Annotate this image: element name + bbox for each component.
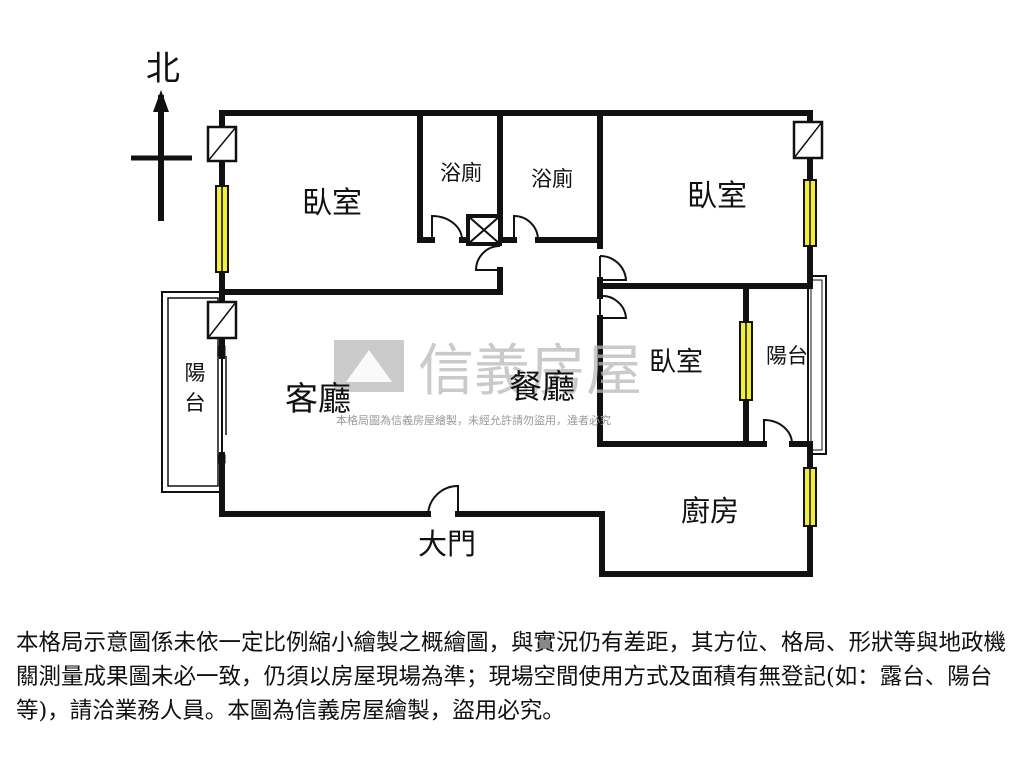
floor-plan: 北 xyxy=(131,49,827,577)
north-label: 北 xyxy=(146,49,180,89)
label-main-door: 大門 xyxy=(418,527,476,561)
north-compass: 北 xyxy=(131,49,192,221)
north-arrow-icon xyxy=(153,90,169,112)
watermark-brand: 信義房屋 xyxy=(418,339,642,404)
windows xyxy=(215,179,817,527)
balcony-right xyxy=(807,275,827,455)
watermark-notice: 本格局圖為信義房屋繪製，未經允許請勿盜用，違者必究 xyxy=(336,413,611,427)
label-balcony-right: 陽台 xyxy=(766,344,808,368)
label-bath-1: 浴廁 xyxy=(440,161,482,185)
bathroom-shaft xyxy=(466,214,502,246)
door-swings xyxy=(427,214,793,515)
label-bedroom-right: 臥室 xyxy=(687,179,747,214)
vent-box-top-left xyxy=(206,125,238,163)
disclaimer-text: 本格局示意圖係未依一定比例縮小繪製之概繪圖，與實況仍有差距，其方位、格局、形狀等… xyxy=(16,630,1007,724)
label-bath-2: 浴廁 xyxy=(531,167,573,191)
label-bedroom-middle: 臥室 xyxy=(649,347,703,378)
vent-box-top-right xyxy=(792,120,824,160)
label-bedroom-left: 臥室 xyxy=(302,186,362,221)
watermark: 信義房屋 本格局圖為信義房屋繪製，未經允許請勿盜用，違者必究 xyxy=(334,339,642,427)
label-balcony-left-1: 陽 xyxy=(185,361,206,385)
label-kitchen: 廚房 xyxy=(681,494,739,528)
label-balcony-left-2: 台 xyxy=(185,391,206,415)
label-dining-room: 餐廳 xyxy=(509,367,575,406)
sliding-door-balcony xyxy=(218,345,227,464)
label-living-room: 客廳 xyxy=(285,379,351,418)
vent-box-mid-left xyxy=(206,300,238,340)
walls xyxy=(219,110,813,577)
